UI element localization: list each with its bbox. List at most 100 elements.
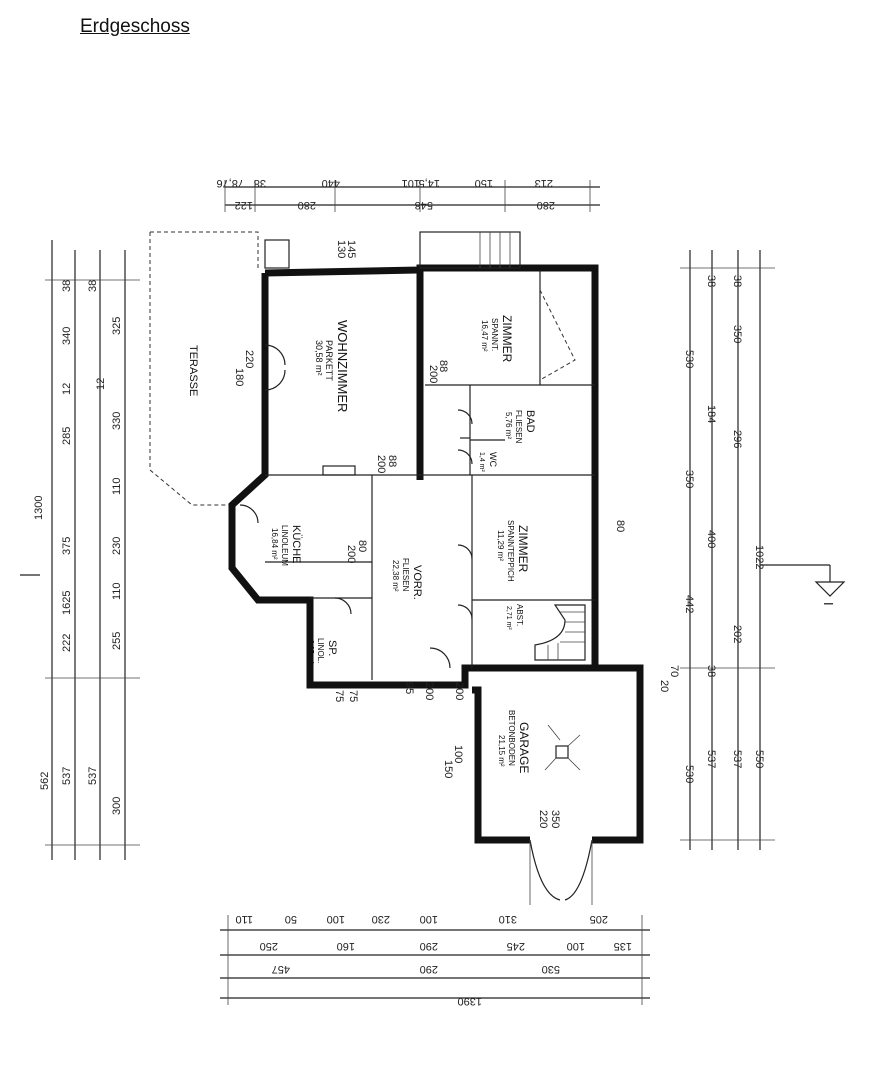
room-name: VORR. [411,565,423,600]
exterior-stair [264,231,521,269]
dim-label: 38 [87,280,99,292]
dim-label: 530 [542,963,560,975]
dim-label: 20 [658,680,670,692]
dim-label: 70 [668,665,680,677]
room-area: 30,58 m² [314,340,324,376]
dim-label: 350 [683,470,695,488]
dim-label: 110 [111,582,123,600]
dim-label: 200 [345,545,357,563]
dim-label: 38 [254,177,266,189]
dim-label: 100 [567,940,585,952]
room-area: 11,29 m² [496,530,505,561]
left-dims: 1300 38 340 12 285 375 1625 222 562 537 … [33,280,123,815]
dim-label: 285 [61,427,73,445]
dim-label: 340 [61,327,73,345]
room-label-kueche: KÜCHE LINOLEUM 16,84 m² [270,525,302,566]
dim-label: 530 [683,765,695,783]
dim-label: 14,5 [419,177,440,189]
dim-label: 280 [298,199,316,211]
dim-label: 530 [683,350,695,368]
room-label-terrasse: TERASSE [187,345,199,396]
dim-label: 400 [705,530,717,548]
dim-label: 200 [375,455,387,473]
dim-label: 100 [452,745,464,763]
room-label-zimmer2: ZIMMER SPANNTEPPICH 11,29 m² [496,520,530,582]
dim-label: 290 [420,963,438,975]
dim-label: 110 [111,477,123,495]
room-name: ZIMMER [500,315,514,363]
dim-label: 200 [453,682,465,700]
room-name: ABST. [515,604,524,626]
room-name: WC [488,452,498,467]
right-dims: 38 530 350 400 442 38 537 530 38 350 184… [683,275,765,783]
room-area: 16,47 m² [480,320,489,352]
terrace [149,231,259,506]
dim-label: 80 [614,520,626,532]
room-name: KÜCHE [290,525,302,564]
room-floor: PARKETT [324,340,334,381]
dim-label: 38 [705,275,717,287]
dim-label: 310 [499,913,517,925]
dimension-lines-top [224,180,600,212]
dim-label: 200 [427,365,439,383]
dim-label: 1625 [61,591,73,615]
dim-label: 50 [285,913,297,925]
dim-label: 222 [61,634,73,652]
top-dim-row2: 122 280 548 280 [235,199,555,211]
dim-label: 245 [507,940,525,952]
dim-label: 1300 [33,496,45,520]
dim-label: 202 [731,625,743,643]
interior-walls [265,270,595,680]
dim-label: 296 [731,430,743,448]
room-name: ZIMMER [516,525,530,573]
page-title: Erdgeschoss [80,16,190,37]
room-label-wc: WC 1,4 m² [478,452,498,473]
dim-label: 537 [705,750,717,768]
dim-label: 130 [335,240,347,258]
room-name: SP. [326,640,338,656]
dim-label: 1390 [458,995,482,1007]
dim-label: 12 [61,383,73,395]
dim-label: 205 [590,913,608,925]
room-label-garage: GARAGE BETONBODEN 21,15 m² [497,710,531,773]
room-area: 5,76 m² [504,412,513,439]
dim-label: 548 [415,199,433,211]
dim-label: 290 [420,940,438,952]
room-floor: BETONBODEN [507,710,516,766]
room-label-vorr: VORR. FLIESEN 22,38 m² [391,558,423,600]
dim-label: 122 [235,199,253,211]
top-dim-row1: 38 78,76 440 14,5 101 150 213 [216,177,553,189]
dim-label: 442 [683,595,695,613]
dimension-lines-right [680,250,846,850]
room-area: 3,95 m² [307,640,314,664]
dim-label: 12 [95,378,107,390]
dim-label: 220 [243,350,255,368]
room-area: 1,4 m² [478,452,485,473]
room-floor: FLIESEN [514,410,523,444]
room-floor: LINOLEUM [280,525,289,566]
dim-label: 457 [272,963,290,975]
dimension-lines-bottom [220,915,650,1005]
room-floor: SPANNTEPPICH [506,520,515,582]
dim-label: 440 [322,177,340,189]
fixtures [322,465,581,771]
dim-label: 135 [614,940,632,952]
room-floor: FLIESEN [401,558,410,592]
dim-label: 300 [111,797,123,815]
dim-label: 184 [705,405,717,423]
dim-label: 88 [386,455,398,467]
dim-label: 537 [87,767,99,785]
room-area: 16,84 m² [270,528,279,560]
dim-label: 180 [233,368,245,386]
dim-label: 88 [437,360,449,372]
dim-label: 375 [61,537,73,555]
dim-label: 350 [731,325,743,343]
dim-label: 78,76 [216,177,244,189]
bottom-dims: 110 50 100 230 100 310 205 250 160 290 2… [235,913,632,1007]
dim-label: 80 [356,540,368,552]
dimension-lines-left [20,240,140,860]
room-name: WOHNZIMMER [335,320,350,412]
exterior-walls [228,264,644,844]
dim-label: 250 [260,940,278,952]
